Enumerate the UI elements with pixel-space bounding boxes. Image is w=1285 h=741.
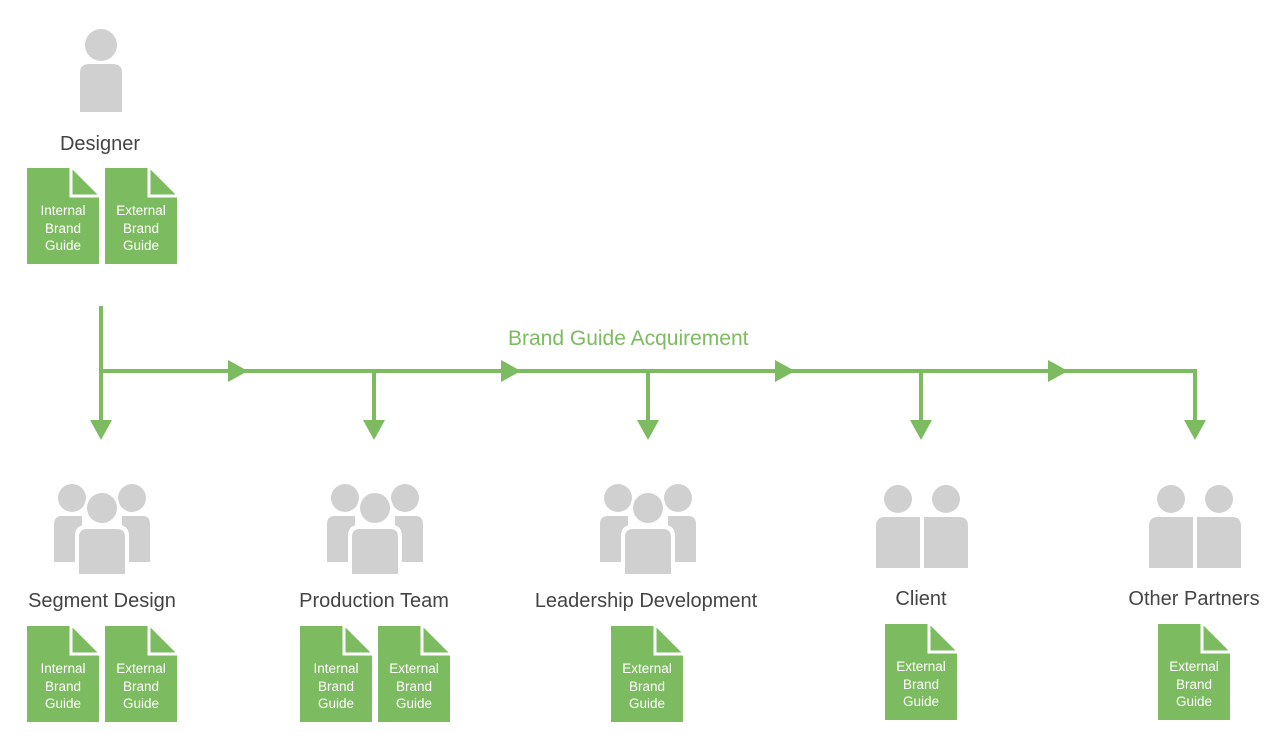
doc-line: External: [389, 661, 439, 676]
document-icon: [1158, 624, 1230, 720]
doc-line: Brand: [628, 678, 666, 694]
arrow-right-2: [501, 360, 521, 382]
document-icon: [105, 168, 177, 264]
arrow-right-4: [1048, 360, 1068, 382]
doc-line: Guide: [317, 696, 355, 711]
doc-line: Brand: [1175, 676, 1213, 692]
arrow-down-leadership: [637, 420, 659, 440]
document-icon: [300, 626, 372, 722]
production-team-label: Production Team: [299, 590, 449, 612]
arrow-down-production: [363, 420, 385, 440]
client-pair-icon: [876, 485, 968, 568]
document-icon: [27, 168, 99, 264]
document-icon: [27, 626, 99, 722]
document-icon: [885, 624, 957, 720]
designer-label: Designer: [59, 133, 141, 155]
doc-line: External: [622, 661, 672, 676]
document-icon: [611, 626, 683, 722]
doc-line: Guide: [44, 696, 82, 711]
doc-line: Brand: [44, 678, 82, 694]
doc-line: Guide: [44, 238, 82, 253]
document-icon: [105, 626, 177, 722]
other-partners-pair-icon: [1149, 485, 1241, 568]
doc-line: External: [1169, 659, 1219, 674]
leadership-development-label: Leadership Development: [534, 590, 758, 612]
arrow-down-client: [910, 420, 932, 440]
segment-design-label: Segment Design: [28, 590, 176, 612]
doc-line: Internal: [40, 661, 86, 676]
flow-title: Brand Guide Acquirement: [508, 327, 749, 350]
arrow-right-3: [775, 360, 795, 382]
doc-line: Guide: [122, 696, 160, 711]
leadership-development-group-icon: [600, 484, 696, 574]
doc-line: Guide: [122, 238, 160, 253]
production-team-group-icon: [327, 484, 423, 574]
arrow-down-segment: [90, 420, 112, 440]
document-icon: [378, 626, 450, 722]
doc-line: Guide: [395, 696, 433, 711]
arrow-down-partners: [1184, 420, 1206, 440]
designer-person-icon: [80, 29, 122, 112]
doc-line: Guide: [1175, 694, 1213, 709]
doc-line: Guide: [628, 696, 666, 711]
doc-line: Brand: [122, 678, 160, 694]
doc-line: Internal: [313, 661, 359, 676]
doc-line: Internal: [40, 203, 86, 218]
segment-design-group-icon: [54, 484, 150, 574]
doc-line: Brand: [44, 220, 82, 236]
doc-line: Brand: [122, 220, 160, 236]
doc-line: External: [116, 661, 166, 676]
doc-line: Guide: [902, 694, 940, 709]
doc-line: Brand: [317, 678, 355, 694]
arrow-right-1: [228, 360, 248, 382]
doc-line: External: [896, 659, 946, 674]
client-label: Client: [895, 588, 947, 610]
doc-line: Brand: [395, 678, 433, 694]
doc-line: External: [116, 203, 166, 218]
other-partners-label: Other Partners: [1128, 588, 1260, 610]
doc-line: Brand: [902, 676, 940, 692]
